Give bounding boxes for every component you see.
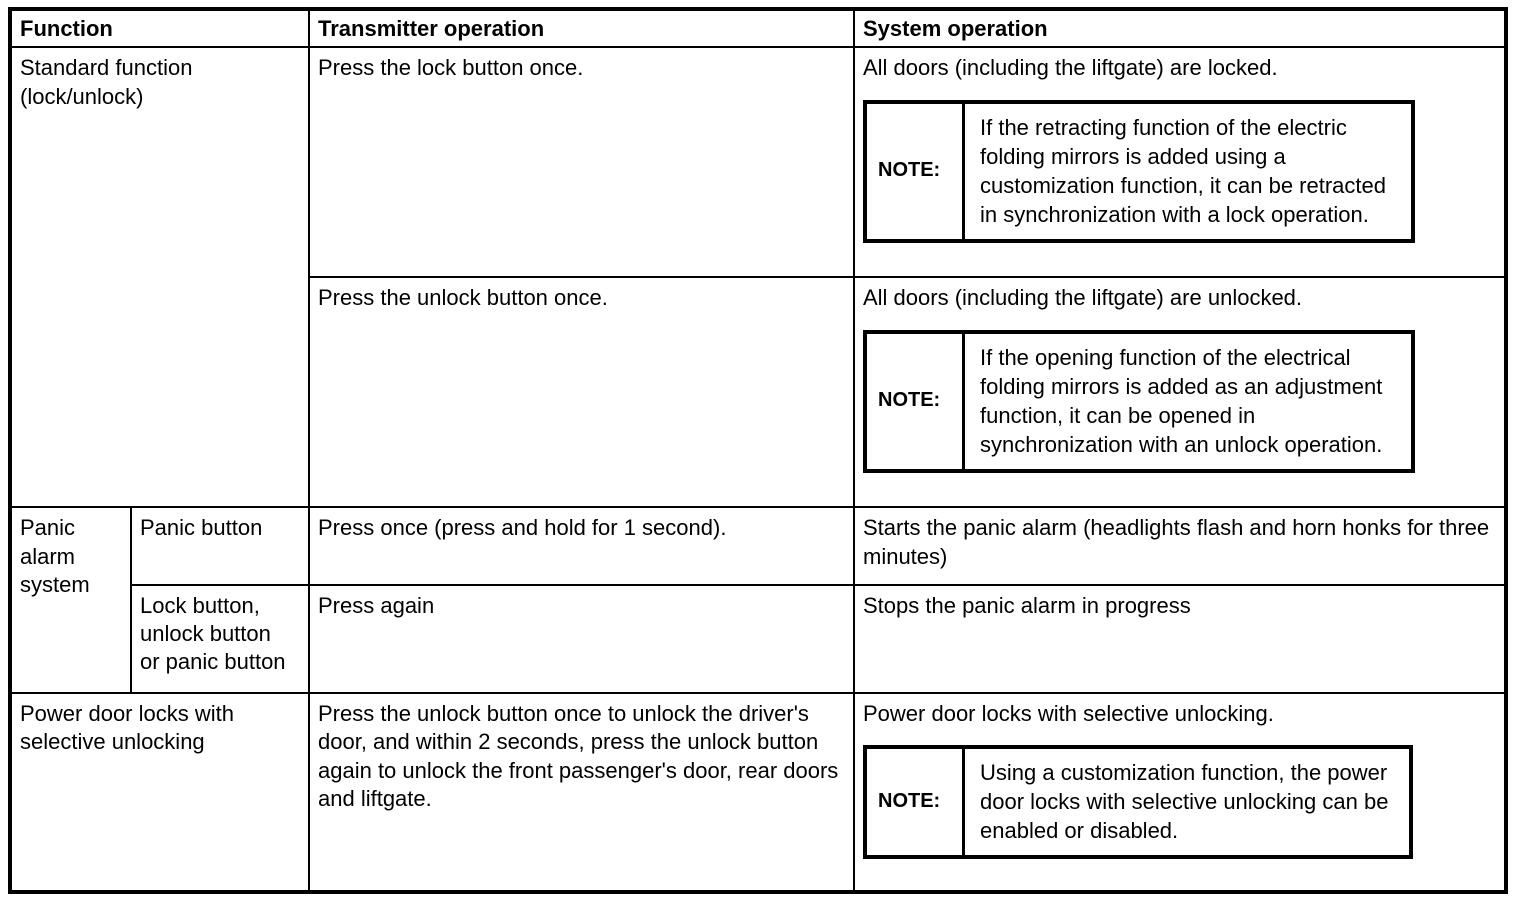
- function-label: Power door locks with selective unlockin…: [20, 700, 234, 755]
- table-row: Press the unlock button once. All doors …: [12, 276, 1504, 509]
- header-function: Function: [12, 11, 310, 49]
- cell-transmitter-selective-unlock: Press the unlock button once to unlock t…: [308, 691, 855, 890]
- table-row: Standard function (lock/unlock) Press th…: [12, 47, 1504, 509]
- transmitter-operation-text: Press the unlock button once.: [318, 285, 608, 311]
- cell-system-unlock: All doors (including the liftgate) are u…: [853, 276, 1504, 509]
- cell-transmitter-panic: Press once (press and hold for 1 second)…: [308, 506, 855, 586]
- cell-transmitter-unlock: Press the unlock button once.: [309, 276, 855, 509]
- note-box-unlock: NOTE: If the opening function of the ele…: [863, 329, 1415, 473]
- transmitter-operation-text: Press the unlock button once to unlock t…: [318, 700, 839, 811]
- transmitter-operation-text: Press again: [318, 592, 435, 618]
- note-label: NOTE:: [865, 101, 965, 241]
- table-header: Function Transmitter operation System op…: [12, 11, 1504, 49]
- note-text: If the opening function of the electrica…: [980, 344, 1383, 457]
- cell-system-selective-unlock: Power door locks with selective unlockin…: [853, 691, 1504, 890]
- system-operation-text: Starts the panic alarm (headlights flash…: [863, 515, 1490, 569]
- note-box-lock: NOTE: If the retracting function of the …: [863, 99, 1415, 243]
- function-table-container: Function Transmitter operation System op…: [8, 7, 1508, 894]
- note-row: NOTE: If the retracting function of the …: [865, 101, 1413, 241]
- table-row: Panic alarm system Panic button Press on…: [12, 506, 1504, 694]
- system-operation-text: Stops the panic alarm in progress: [863, 592, 1191, 618]
- function-label: Panic alarm system: [20, 515, 90, 597]
- note-row: NOTE: If the opening function of the ele…: [865, 331, 1413, 471]
- note-text: Using a customization function, the powe…: [980, 760, 1389, 844]
- cell-transmitter-lock: Press the lock button once.: [308, 47, 855, 279]
- table-row: Power door locks with selective unlockin…: [12, 691, 1504, 890]
- transmitter-operation-text: Press the lock button once.: [318, 55, 584, 81]
- cell-system-panic: Starts the panic alarm (headlights flash…: [853, 506, 1504, 586]
- note-label: NOTE:: [865, 747, 965, 858]
- function-table: Function Transmitter operation System op…: [12, 11, 1504, 890]
- note-text: If the retracting function of the electr…: [980, 114, 1386, 227]
- transmitter-operation-text: Press once (press and hold for 1 second)…: [318, 515, 727, 541]
- note-label: NOTE:: [865, 331, 965, 471]
- function-label: Standard function (lock/unlock): [20, 55, 193, 109]
- cell-function-standard: Standard function (lock/unlock): [12, 47, 310, 509]
- sub-function-label: Lock button, unlock button or panic butt…: [140, 592, 286, 675]
- cell-function-panic-alarm: Panic alarm system: [12, 506, 132, 694]
- header-transmitter-operation: Transmitter operation: [308, 11, 855, 49]
- table-body: Standard function (lock/unlock) Press th…: [12, 47, 1504, 890]
- sub-function-label: Panic button: [140, 515, 263, 541]
- table-header-row: Function Transmitter operation System op…: [12, 11, 1504, 49]
- system-operation-text: All doors (including the liftgate) are u…: [863, 285, 1303, 311]
- cell-system-stop-alarm: Stops the panic alarm in progress: [853, 583, 1504, 694]
- cell-function-power-door-locks: Power door locks with selective unlockin…: [12, 691, 310, 890]
- header-system-operation: System operation: [853, 11, 1504, 49]
- system-operation-text: Power door locks with selective unlockin…: [863, 700, 1274, 726]
- cell-subfunction-panic-button: Panic button: [130, 506, 310, 586]
- note-row: NOTE: Using a customization function, th…: [865, 747, 1411, 858]
- system-operation-text: All doors (including the liftgate) are l…: [863, 55, 1278, 81]
- cell-subfunction-stop-buttons: Lock button, unlock button or panic butt…: [131, 583, 310, 694]
- note-box-selective-unlock: NOTE: Using a customization function, th…: [863, 745, 1413, 860]
- table-row: Lock button, unlock button or panic butt…: [12, 583, 1504, 694]
- cell-system-lock: All doors (including the liftgate) are l…: [853, 47, 1504, 279]
- cell-transmitter-press-again: Press again: [308, 583, 855, 694]
